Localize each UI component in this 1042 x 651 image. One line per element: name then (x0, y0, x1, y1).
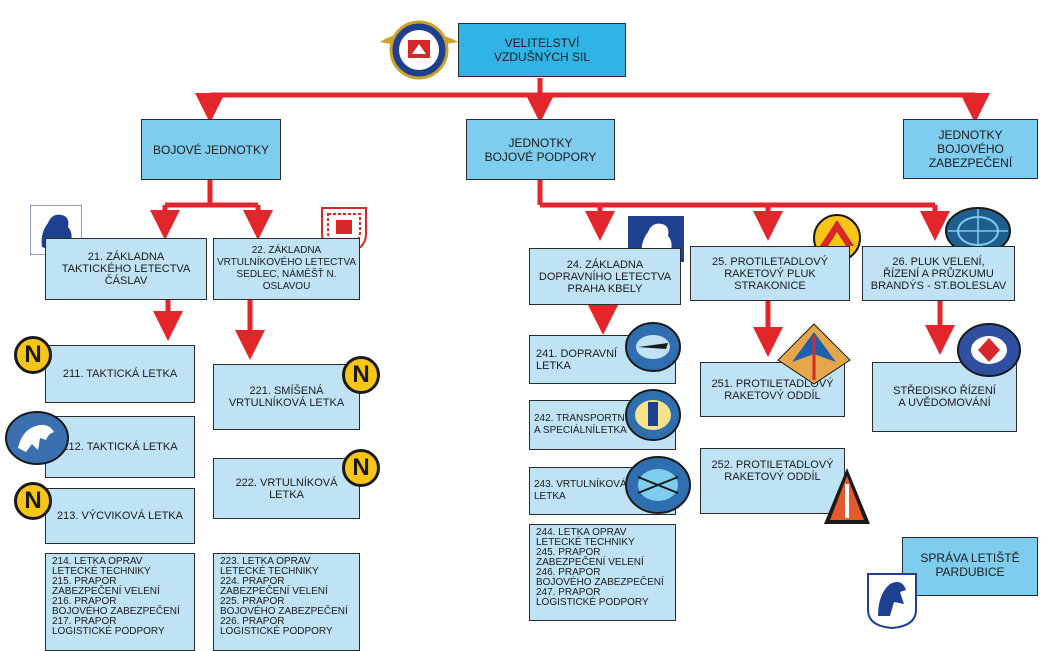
helicopter-squadron-emblem-icon (625, 456, 691, 514)
air-force-emblem-icon (380, 20, 458, 80)
squadron-221-box[interactable]: 221. SMÍŠENÁ VRTULNÍKOVÁ LETKA (213, 364, 360, 430)
unit-24-box[interactable]: 24. ZÁKLADNA DOPRAVNÍHO LETECTVA PRAHA K… (529, 248, 681, 305)
control-center-emblem-icon (957, 323, 1021, 377)
support-list-22: 223. LETKA OPRAV LETECKÉ TECHNIKY 224. P… (213, 553, 360, 651)
n-badge: N (14, 482, 52, 520)
squadron-213-box[interactable]: 213. VÝCVIKOVÁ LETKA (45, 488, 195, 544)
combat-units-box[interactable]: BOJOVÉ JEDNOTKY (141, 119, 281, 180)
unit-26-box[interactable]: 26. PLUK VELENÍ, ŘÍZENÍ A PRŮZKUMU BRAND… (862, 246, 1015, 301)
squadron-222-box[interactable]: 222. VRTULNÍKOVÁ LETKA (213, 458, 360, 519)
support-units-box[interactable]: JEDNOTKY BOJOVÉ PODPORY (466, 119, 615, 180)
support-list-21: 214. LETKA OPRAV LETECKÉ TECHNIKY 215. P… (45, 553, 195, 651)
unit-21-box[interactable]: 21. ZÁKLADNA TAKTICKÉHO LETECTVA ČÁSLAV (45, 238, 207, 300)
support-list-24: 244. LETKA OPRAV LETECKÉ TECHNIKY 245. P… (529, 524, 676, 621)
missile-battalion-emblem-icon (777, 323, 851, 385)
n-badge: N (14, 336, 52, 374)
n-badge: N (342, 449, 380, 487)
airfield-pardubice-box[interactable]: SPRÁVA LETIŠTĚ PARDUBICE (902, 537, 1038, 596)
horse-head-emblem-icon (867, 573, 917, 630)
root-command-box[interactable]: VELITELSTVÍ VZDUŠNÝCH SIL (458, 23, 626, 77)
horse-emblem-icon (5, 411, 69, 465)
missile-battalion-emblem-icon (824, 468, 870, 524)
unit-22-box[interactable]: 22. ZÁKLADNA VRTULNÍKOVÉHO LETECTVA SEDL… (213, 238, 360, 300)
unit-25-box[interactable]: 25. PROTILETADLOVÝ RAKETOVÝ PLUK STRAKON… (690, 246, 850, 301)
n-badge: N (342, 356, 380, 394)
squadron-212-box[interactable]: 212. TAKTICKÁ LETKA (45, 416, 195, 478)
battalion-252-box[interactable]: 252. PROTILETADLOVÝ RAKETOVÝ ODDÍL (700, 448, 845, 514)
service-units-box[interactable]: JEDNOTKY BOJOVÉHO ZABEZPEČENÍ (903, 119, 1038, 179)
squadron-211-box[interactable]: 211. TAKTICKÁ LETKA (45, 345, 195, 403)
transport-squadron-emblem-icon (625, 322, 681, 372)
special-squadron-emblem-icon (625, 389, 681, 441)
